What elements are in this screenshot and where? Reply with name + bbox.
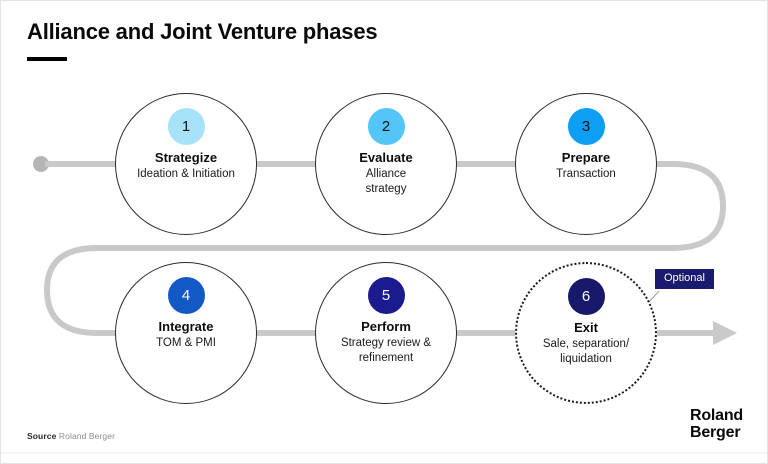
- phase-subtitle-6: Sale, separation/ liquidation: [542, 337, 630, 365]
- phase-number-2: 2: [381, 118, 391, 135]
- phase-node-exit[interactable]: 6 Exit Sale, separation/ liquidation: [515, 262, 657, 404]
- page-title: Alliance and Joint Venture phases: [27, 19, 378, 44]
- logo-line-1: Roland: [689, 407, 743, 424]
- phase-title-4: Integrate: [158, 319, 214, 334]
- phase-node-prepare[interactable]: 3 Prepare Transaction: [515, 93, 657, 235]
- logo-line-2: Berger: [689, 423, 741, 441]
- phase-subtitle-4: TOM & PMI: [156, 336, 216, 349]
- phase-title-6: Exit: [574, 320, 598, 335]
- phase-badge-5: 5: [367, 277, 405, 314]
- phase-badge-1: 1: [167, 108, 205, 145]
- phase-node-strategize[interactable]: 1 Strategize Ideation & Initiation: [115, 93, 257, 235]
- phase-title-1: Strategize: [154, 150, 218, 165]
- phase-subtitle-5: Strategy review & refinement: [340, 336, 432, 364]
- phase-badge-4: 4: [167, 277, 205, 314]
- phase-number-1: 1: [181, 118, 191, 135]
- exit-arrowhead: [713, 321, 737, 345]
- source-value: Roland Berger: [58, 431, 116, 441]
- phase-badge-3: 3: [567, 108, 605, 145]
- roland-berger-logo: Roland Berger: [689, 407, 743, 442]
- phase-number-5: 5: [381, 287, 391, 304]
- title-underline-rule: [27, 57, 67, 61]
- phase-subtitle-2: Alliance strategy: [365, 167, 407, 195]
- phase-title-3: Prepare: [561, 150, 611, 165]
- phase-number-3: 3: [581, 118, 591, 135]
- phase-title-2: Evaluate: [359, 150, 413, 165]
- phase-badge-6: 6: [567, 278, 605, 315]
- source-note: Source Roland Berger: [27, 431, 115, 441]
- phase-title-5: Perform: [361, 319, 411, 334]
- phase-subtitle-3: Transaction: [556, 167, 616, 180]
- flow-start-dot: [33, 156, 49, 172]
- phase-node-integrate[interactable]: 4 Integrate TOM & PMI: [115, 262, 257, 404]
- phase-node-evaluate[interactable]: 2 Evaluate Alliance strategy: [315, 93, 457, 235]
- connector-3-to-4-uturn: [97, 161, 727, 251]
- phase-badge-2: 2: [367, 108, 405, 145]
- phase-number-6: 6: [581, 288, 591, 305]
- phase-number-4: 4: [181, 287, 191, 304]
- connector-uturn-left-to-4: [43, 245, 119, 336]
- phase-node-perform[interactable]: 5 Perform Strategy review & refinement: [315, 262, 457, 404]
- optional-badge: Optional: [655, 269, 714, 290]
- source-label: Source: [27, 431, 57, 441]
- phase-subtitle-1: Ideation & Initiation: [137, 167, 235, 180]
